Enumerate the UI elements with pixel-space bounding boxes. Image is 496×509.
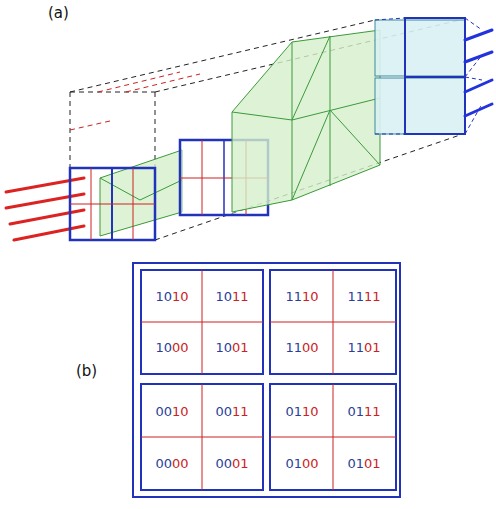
code-high-bits: 10 — [155, 341, 172, 354]
code-low-bits: 00 — [172, 457, 189, 470]
code-cell: 1010 — [142, 271, 202, 322]
code-low-bits: 00 — [172, 341, 189, 354]
code-cell: 1101 — [333, 322, 395, 373]
code-high-bits: 00 — [155, 405, 172, 418]
code-cell: 0001 — [202, 437, 262, 489]
code-high-bits: 10 — [155, 290, 172, 303]
code-high-bits: 01 — [347, 405, 364, 418]
code-high-bits: 10 — [215, 341, 232, 354]
code-low-bits: 00 — [302, 341, 319, 354]
code-high-bits: 00 — [215, 405, 232, 418]
code-cell: 0110 — [271, 385, 333, 437]
code-high-bits: 01 — [285, 405, 302, 418]
code-low-bits: 00 — [302, 457, 319, 470]
code-low-bits: 10 — [172, 405, 189, 418]
code-low-bits: 10 — [302, 405, 319, 418]
code-low-bits: 11 — [364, 405, 381, 418]
code-cell: 1111 — [333, 271, 395, 322]
code-cell: 1110 — [271, 271, 333, 322]
panel-label: (b) — [76, 362, 97, 380]
code-cell: 0011 — [202, 385, 262, 437]
code-high-bits: 00 — [215, 457, 232, 470]
code-low-bits: 01 — [364, 341, 381, 354]
code-cell: 1100 — [271, 322, 333, 373]
code-cell: 0010 — [142, 385, 202, 437]
code-cell: 0000 — [142, 437, 202, 489]
code-cell: 1000 — [142, 322, 202, 373]
code-low-bits: 01 — [232, 457, 249, 470]
code-high-bits: 11 — [347, 341, 364, 354]
code-low-bits: 01 — [364, 457, 381, 470]
code-low-bits: 11 — [232, 290, 249, 303]
panel-label: (a) — [48, 4, 69, 22]
code-low-bits: 10 — [172, 290, 189, 303]
code-high-bits: 01 — [347, 457, 364, 470]
code-low-bits: 10 — [302, 290, 319, 303]
code-cell: 0101 — [333, 437, 395, 489]
code-high-bits: 11 — [347, 290, 364, 303]
code-cell: 0100 — [271, 437, 333, 489]
code-low-bits: 11 — [364, 290, 381, 303]
code-cell: 0111 — [333, 385, 395, 437]
code-cell: 1011 — [202, 271, 262, 322]
code-high-bits: 11 — [285, 341, 302, 354]
code-high-bits: 01 — [285, 457, 302, 470]
code-high-bits: 11 — [285, 290, 302, 303]
code-high-bits: 10 — [215, 290, 232, 303]
code-cell: 1001 — [202, 322, 262, 373]
code-low-bits: 01 — [232, 341, 249, 354]
code-low-bits: 11 — [232, 405, 249, 418]
code-high-bits: 00 — [155, 457, 172, 470]
